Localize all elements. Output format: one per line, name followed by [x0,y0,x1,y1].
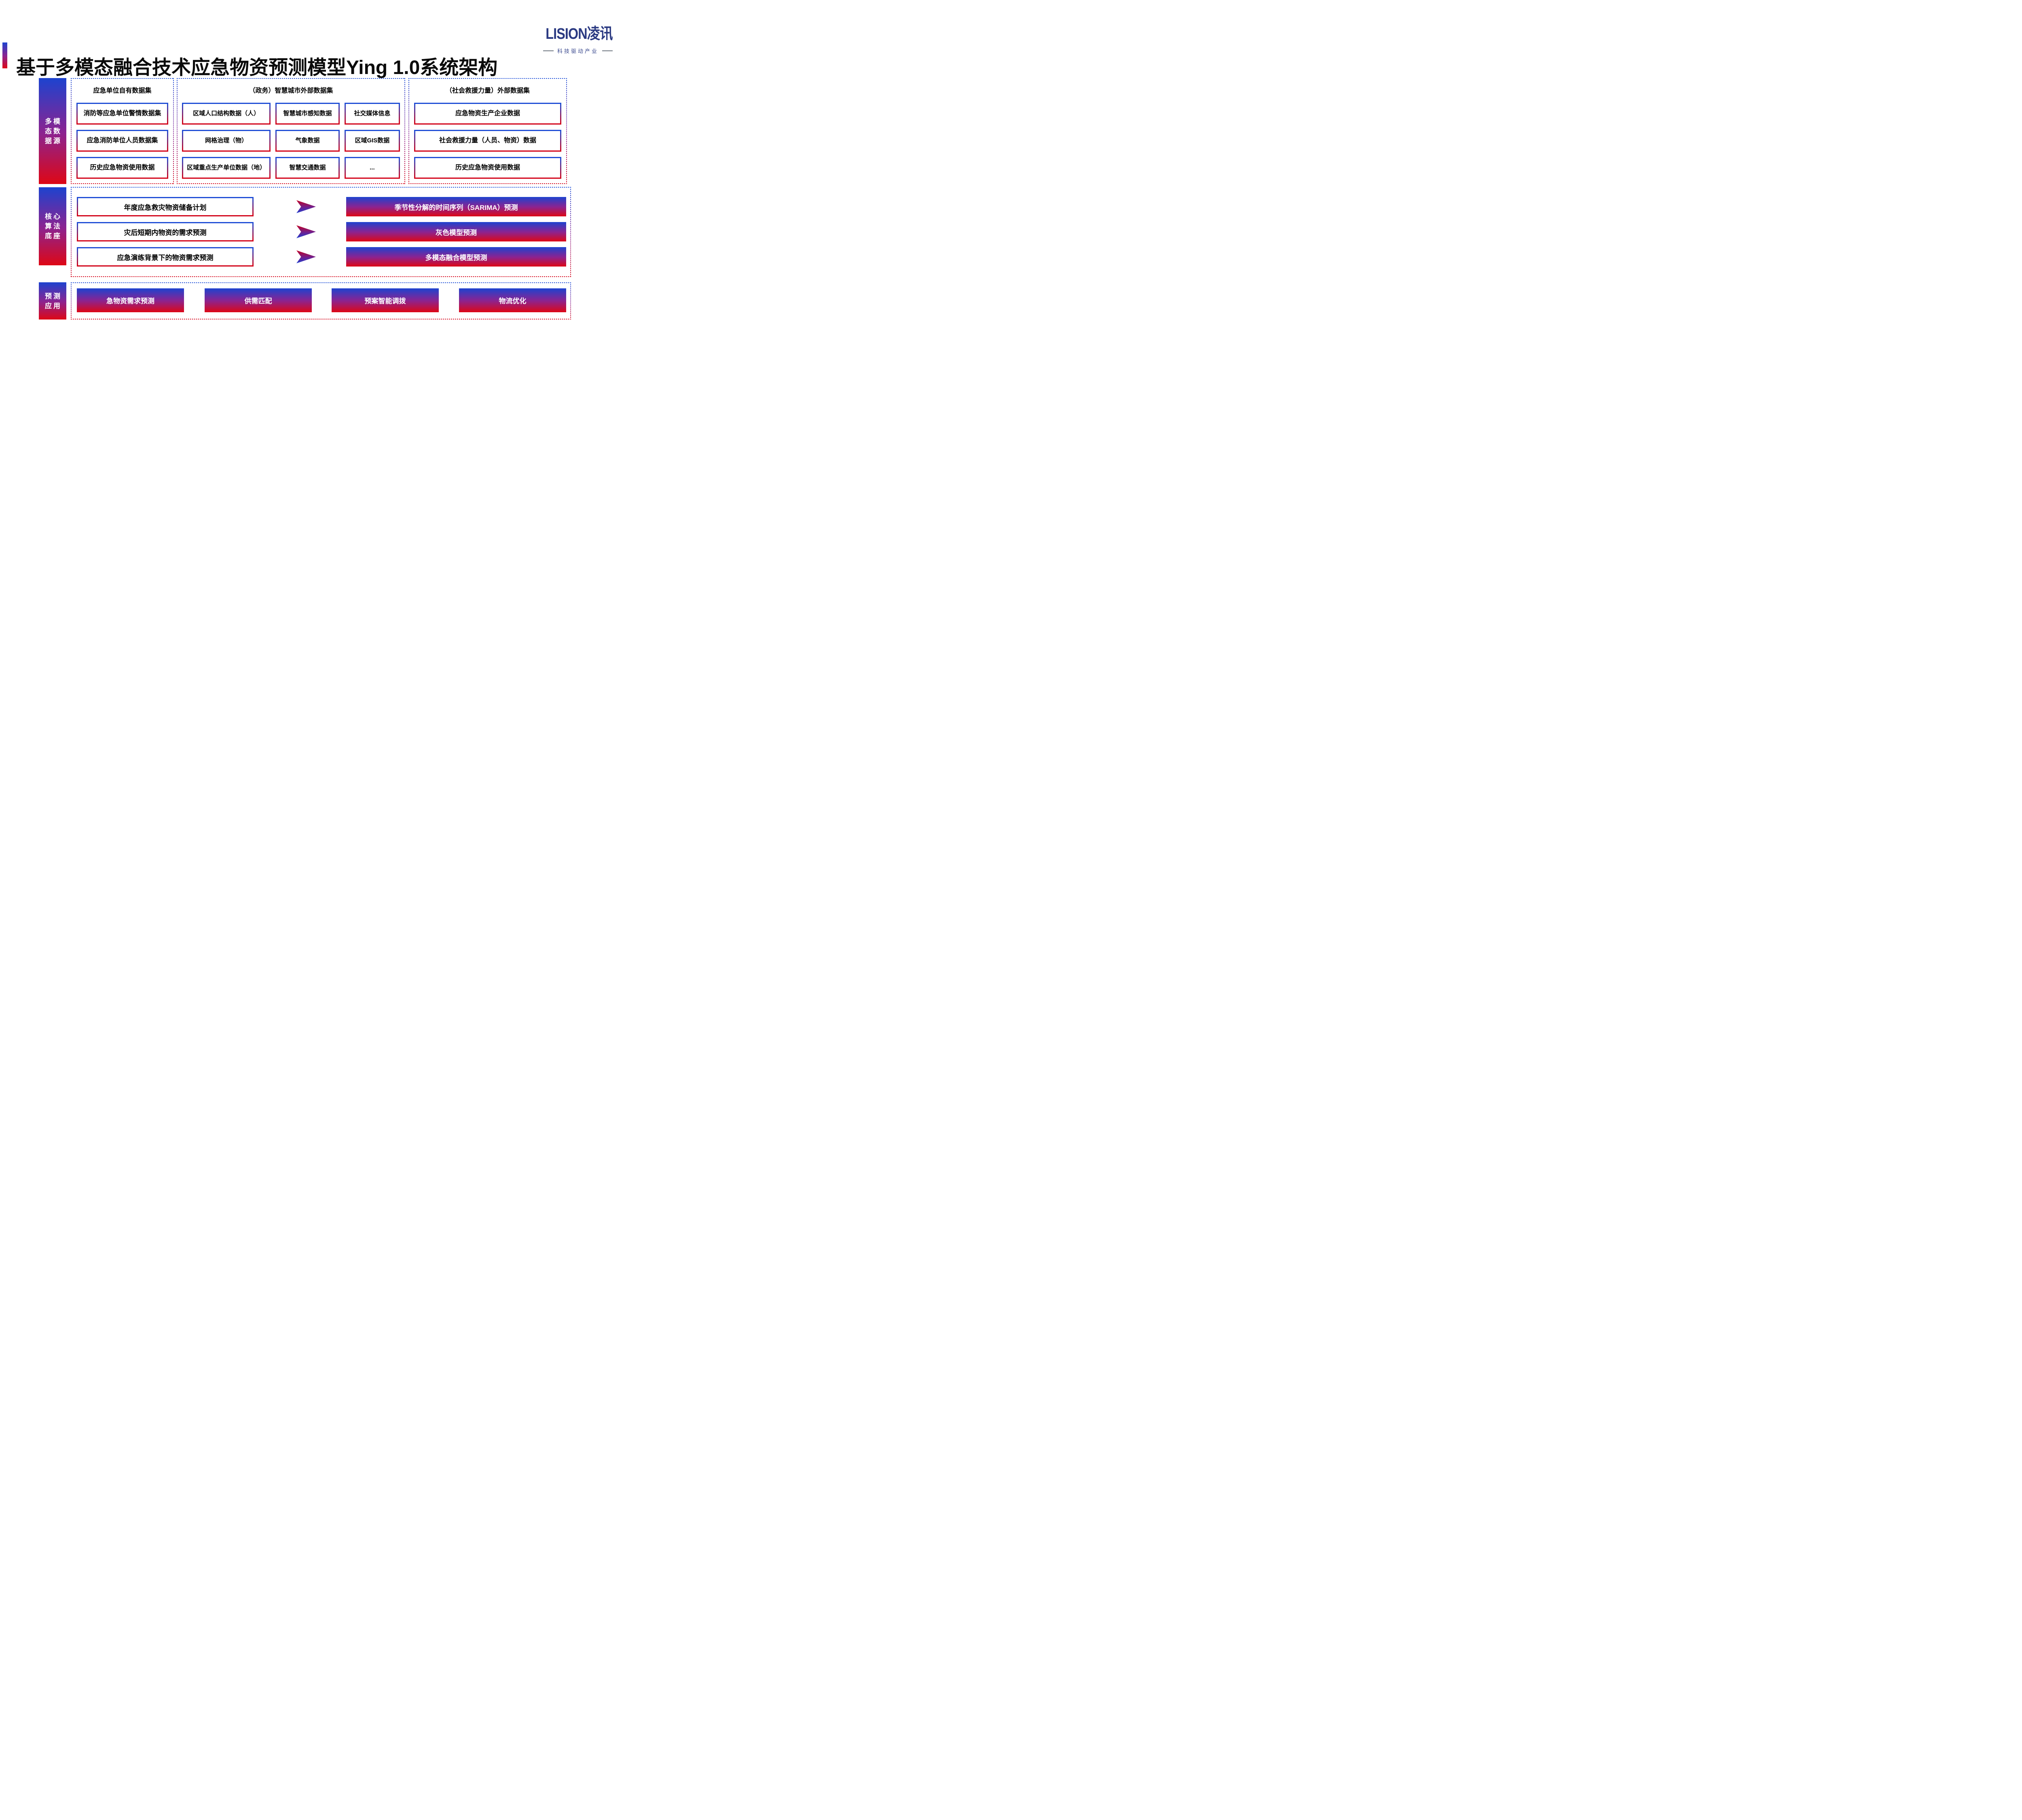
dotted-border-right [570,282,571,320]
group-smart-city-datasets: （政务）智慧城市外部数据集 区域人口结构数据（人） 智慧城市感知数据 社交媒体信… [177,78,405,184]
model-box: 季节性分解的时间序列（SARIMA）预测 [346,197,566,216]
application-box: 预案智能调拨 [332,288,439,312]
model-box: 多模态融合模型预测 [346,247,566,267]
dotted-border-top [177,78,405,79]
dataset-box: 智慧交通数据 [275,157,340,179]
layer-label-line: 核心 [45,213,62,220]
flow-arrow-icon [296,250,316,263]
dotted-border-bottom [408,183,567,184]
flow-arrow-icon [296,225,316,238]
application-box: 供需匹配 [205,288,312,312]
dataset-box: 社会救援力量（人员、物资）数据 [414,130,561,152]
dotted-border-bottom [71,319,571,320]
dotted-border-bottom [71,276,571,277]
flow-arrow-icon [296,200,316,213]
layer-label-line: 预测 [45,292,62,300]
brand-tagline-row: 科技驱动产业 [534,47,613,55]
dataset-box: 历史应急物资使用数据 [414,157,561,179]
brand-logo: LISION凌讯 科技驱动产业 [534,21,613,55]
dataset-box: 区域GIS数据 [344,130,400,152]
group-social-rescue-datasets: （社会救援力量）外部数据集 应急物资生产企业数据 社会救援力量（人员、物资）数据… [408,78,567,184]
dataset-box: 智慧城市感知数据 [275,103,340,125]
core-algorithm-section: 年度应急救灾物资储备计划 灾后短期内物资的需求预测 应急演练背景下的物资需求预测… [71,187,571,277]
logo-dash-left-icon [543,50,554,51]
dotted-border-top [71,78,174,79]
dotted-border-left [71,187,72,277]
dotted-border-top [71,282,571,283]
dataset-box: 消防等应急单位警情数据集 [76,103,168,125]
scenario-box: 年度应急救灾物资储备计划 [77,197,254,216]
page-title: 基于多模态融合技术应急物资预测模型Ying 1.0系统架构 [16,57,498,79]
dataset-box: 社交媒体信息 [344,103,400,125]
dataset-box: 应急物资生产企业数据 [414,103,561,125]
dataset-box: 应急消防单位人员数据集 [76,130,168,152]
group-header: （社会救援力量）外部数据集 [445,87,530,94]
dotted-border-top [71,187,571,188]
layer-label-line: 算法 [45,222,62,230]
layer-label-line: 应用 [45,302,62,310]
group-own-datasets: 应急单位自有数据集 消防等应急单位警情数据集 应急消防单位人员数据集 历史应急物… [71,78,174,184]
slide-root: 基于多模态融合技术应急物资预测模型Ying 1.0系统架构 LISION凌讯 科… [0,0,647,364]
layer-label-line: 多模 [45,117,62,125]
dotted-border-bottom [177,183,405,184]
group-header: 应急单位自有数据集 [93,87,152,94]
group-header: （政务）智慧城市外部数据集 [249,87,333,94]
brand-tagline: 科技驱动产业 [557,48,599,54]
layer-label-data-sources: 多模 态数 据源 [39,78,66,184]
dotted-border-left [71,282,72,320]
dotted-border-bottom [71,183,174,184]
logo-dash-right-icon [602,50,613,51]
group-city-grid: 区域人口结构数据（人） 智慧城市感知数据 社交媒体信息 网格治理（物） 气象数据… [182,103,400,179]
layer-label-core-algorithms: 核心 算法 底座 [39,187,66,265]
dataset-box: 区域人口结构数据（人） [182,103,271,125]
dataset-box: 历史应急物资使用数据 [76,157,168,179]
dotted-border-right [570,187,571,277]
title-accent-bar [2,42,7,68]
layer-label-prediction-apps: 预测 应用 [39,282,66,320]
layer-label-line: 据源 [45,137,62,145]
brand-logo-text: LISION凌讯 [546,25,613,42]
scenario-box: 应急演练背景下的物资需求预测 [77,247,254,267]
group-social-list: 应急物资生产企业数据 社会救援力量（人员、物资）数据 历史应急物资使用数据 [414,103,561,179]
layer-label-line: 态数 [45,127,62,135]
prediction-application-section: 急物资需求预测 供需匹配 预案智能调拨 物流优化 [71,282,571,320]
dataset-box: 网格治理（物） [182,130,271,152]
model-box: 灰色模型预测 [346,222,566,241]
dataset-box: 区域重点生产单位数据（地） [182,157,271,179]
dataset-box: 气象数据 [275,130,340,152]
group-own-list: 消防等应急单位警情数据集 应急消防单位人员数据集 历史应急物资使用数据 [76,103,168,179]
layer-label-line: 底座 [45,232,62,240]
dotted-border-top [408,78,567,79]
scenario-box: 灾后短期内物资的需求预测 [77,222,254,241]
application-box: 急物资需求预测 [77,288,184,312]
dataset-box: ... [344,157,400,179]
application-box: 物流优化 [459,288,566,312]
